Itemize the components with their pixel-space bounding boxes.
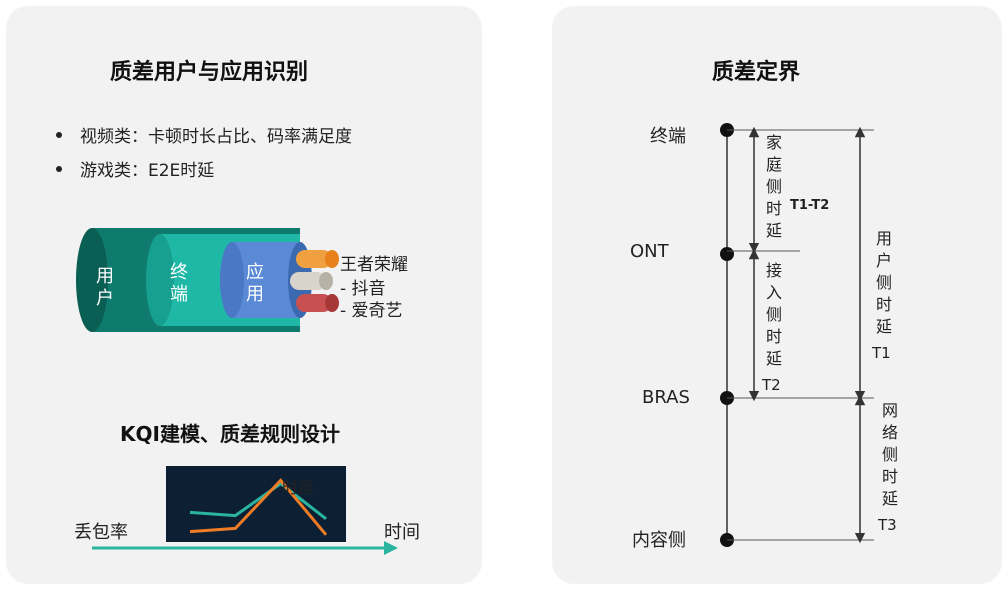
network-latency-tag: T3: [878, 516, 897, 534]
network-latency-label: 网络侧时延: [881, 401, 898, 508]
wire-grey-end: [319, 272, 333, 290]
wire-grey: [290, 272, 326, 290]
user-latency-tag: T1: [872, 344, 891, 362]
cable-user-layer-end: [76, 228, 108, 332]
node-label-content: 内容侧: [632, 530, 686, 551]
wire-red: [296, 294, 332, 312]
right-panel: [552, 6, 1002, 584]
app-label-iqiyi: - 爱奇艺: [340, 301, 403, 321]
demarcation-title: 质差定界: [712, 60, 801, 85]
kqi-chart-area: [166, 466, 346, 542]
node-label-bras: BRAS: [642, 387, 690, 408]
wire-red-end: [325, 294, 339, 312]
x-axis-label: 时间: [384, 522, 420, 543]
node-dot-ont: [720, 247, 734, 261]
app-label-honor-of-kings: 王者荣耀: [340, 255, 408, 275]
cable-app-layer-body: [232, 242, 300, 318]
bullet-video-text: 视频类：卡顿时长占比、码率满足度: [80, 127, 352, 147]
y-axis-label: 丢包率: [74, 522, 128, 543]
bullet-game-text: 游戏类：E2E时延: [80, 161, 215, 181]
node-label-ont: ONT: [630, 241, 669, 262]
node-label-terminal: 终端: [650, 126, 686, 147]
kqi-bullets: 视频类：卡顿时长占比、码率满足度 游戏类：E2E时延: [56, 120, 352, 188]
wire-orange: [296, 250, 332, 268]
app-label-douyin: - 抖音: [340, 279, 386, 299]
identification-title: 质差用户与应用识别: [110, 60, 309, 85]
cable-terminal-layer-end: [146, 234, 174, 326]
bullet-dot: [56, 166, 62, 172]
cable-label-user: 用户: [96, 266, 114, 309]
time-axis-arrowhead: [384, 541, 398, 555]
access-latency-label: 接入侧时延: [765, 261, 782, 368]
chart-note-latency: 时延: [282, 478, 315, 497]
bullet-video: 视频类：卡顿时长占比、码率满足度: [56, 120, 352, 154]
bullet-game: 游戏类：E2E时延: [56, 154, 352, 188]
cable-app-layer-end: [220, 242, 244, 318]
kqi-model-title: KQI建模、质差规则设计: [120, 422, 340, 446]
bullet-dot: [56, 132, 62, 138]
home-latency-label: 家庭侧时延: [765, 133, 782, 240]
wire-orange-end: [325, 250, 339, 268]
cable-label-app: 应用: [246, 262, 264, 305]
user-latency-label: 用户侧时延: [875, 229, 892, 336]
home-latency-tag: T1-T2: [790, 198, 830, 213]
chart-series-line-1: [189, 478, 328, 536]
chart-series-line-0: [189, 481, 327, 520]
access-latency-tag: T2: [762, 376, 781, 394]
cable-label-terminal: 终端: [170, 262, 188, 305]
